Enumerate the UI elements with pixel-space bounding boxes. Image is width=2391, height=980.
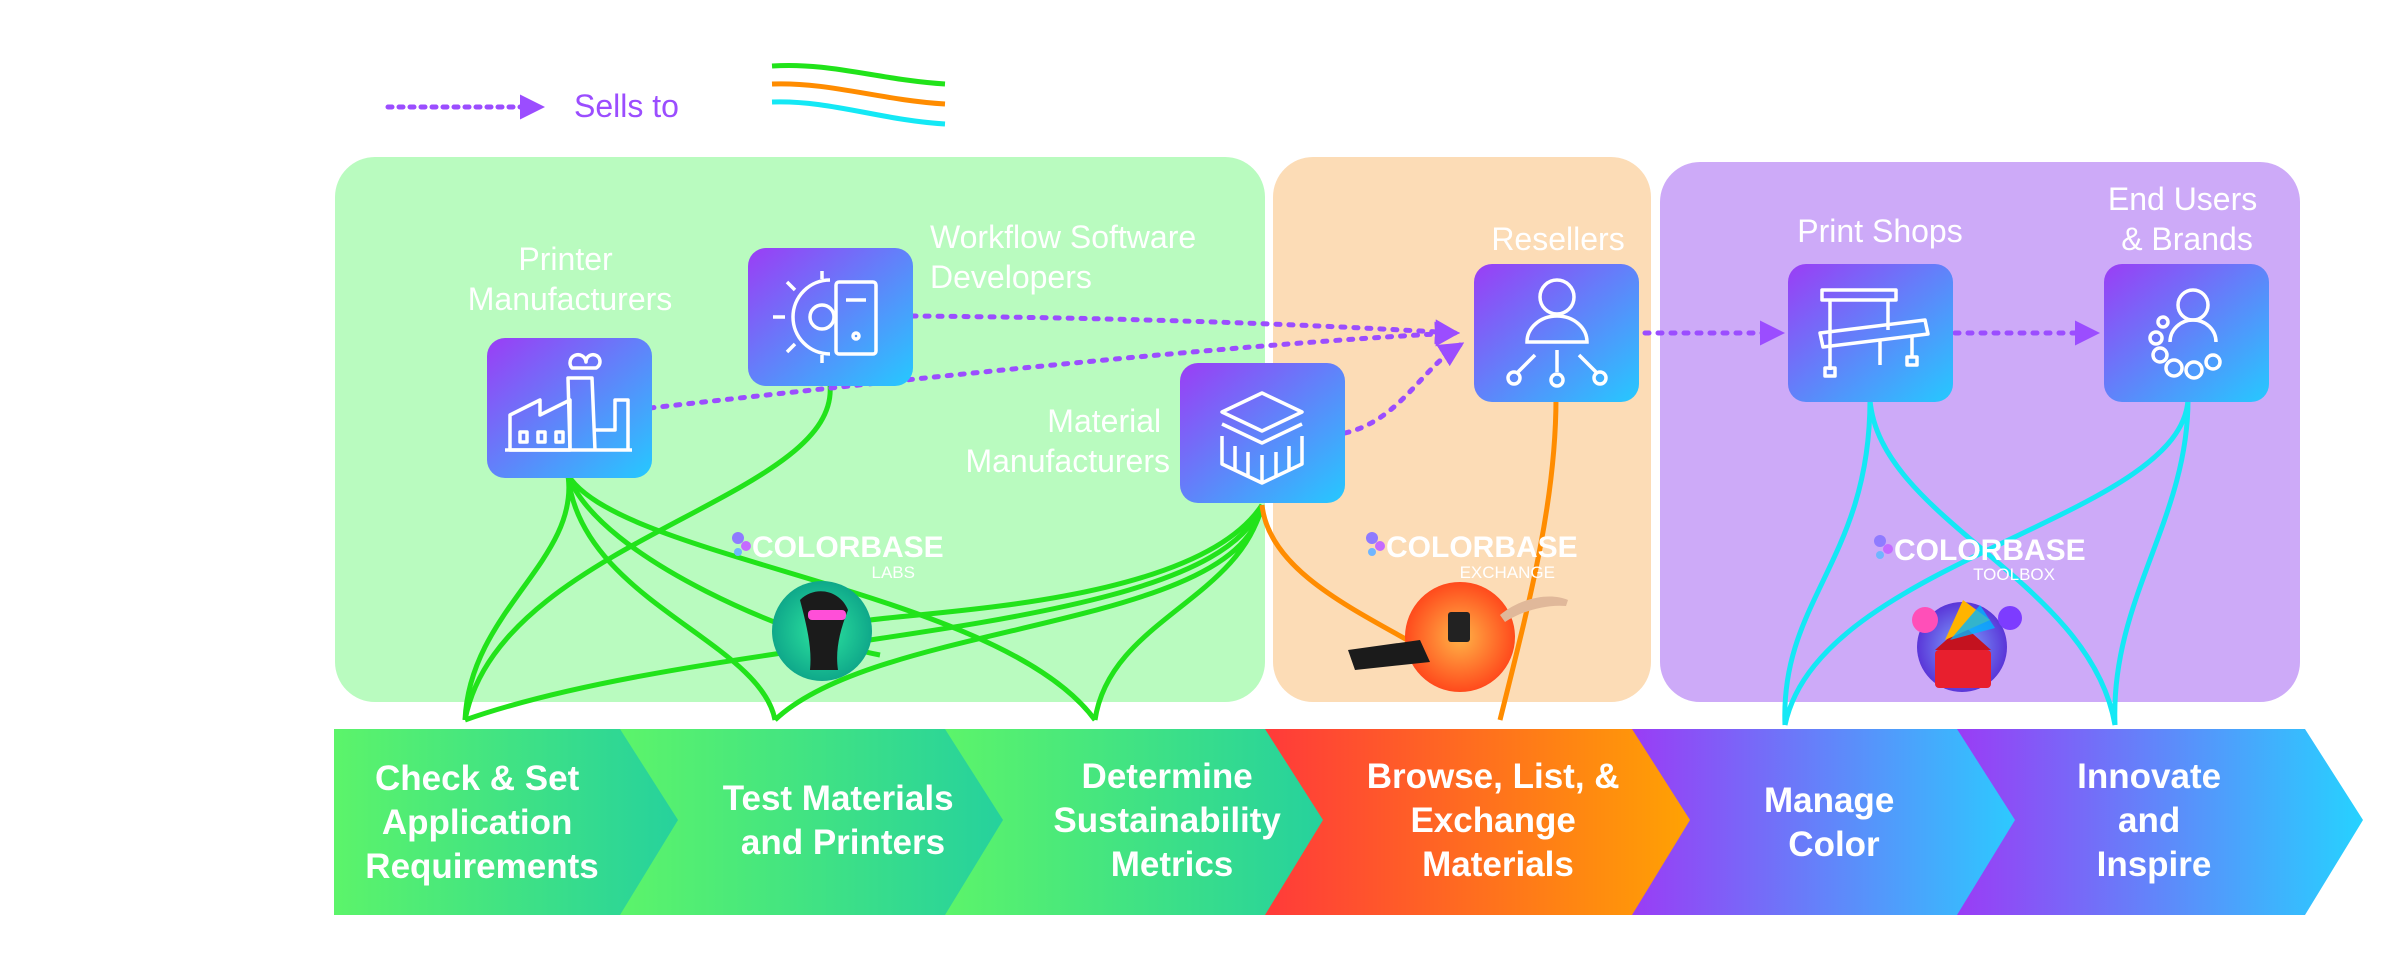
workflow-software-node[interactable] (748, 248, 913, 386)
colorbase-labs-logo: COLORBASE LABS (732, 531, 944, 582)
step-sustainability: Determine Sustainability Metrics (945, 729, 1348, 915)
colorbase-toolbox-logo: COLORBASE TOOLBOX (1874, 534, 2086, 584)
svg-text:EXCHANGE: EXCHANGE (1460, 563, 1555, 582)
legend-green-flow (771, 62, 946, 87)
svg-text:COLORBASE: COLORBASE (752, 531, 944, 564)
step-test-materials: Test Materials and Printers (620, 729, 1028, 915)
svg-text:Check & Set Application: Check & Set Application Requirements (365, 759, 598, 886)
step-browse-exchange: Browse, List, & Exchange Materials (1265, 729, 1713, 915)
printer-manufacturers-node[interactable] (487, 338, 652, 478)
colorbase-exchange-badge: COLORBASE EXCHANGE (1348, 531, 1578, 692)
resellers-label: Resellers (1491, 221, 1624, 257)
printer-manufacturers-label: Printer Manufacturers (468, 241, 673, 317)
sells-to-arrows (647, 313, 2100, 436)
cyan-flow-lines (1782, 399, 2191, 726)
print-shops-label: Print Shops (1797, 213, 1962, 249)
resellers-node[interactable] (1474, 264, 1639, 402)
svg-text:Manage Color: Manage Color (1764, 781, 1904, 864)
workflow-software-label: Workflow Software Developers (930, 219, 1205, 295)
factory-icon (505, 352, 632, 452)
end-users-node[interactable] (2104, 264, 2269, 402)
legend-orange-flow (771, 81, 946, 107)
svg-text:Test Materials and Print: Test Materials and Printers (723, 779, 964, 862)
svg-text:COLORBASE: COLORBASE (1894, 534, 2086, 567)
labs-panel (335, 157, 1265, 702)
svg-text:COLORBASE: COLORBASE (1386, 531, 1578, 564)
colorbase-toolbox-badge: COLORBASE TOOLBOX (1874, 534, 2086, 692)
step-innovate-inspire: Innovate and Inspire (1957, 729, 2363, 915)
svg-text:Determine Sustainability: Determine Sustainability Metrics (1053, 757, 1290, 884)
svg-text:TOOLBOX: TOOLBOX (1973, 565, 2055, 584)
sells-to-label: Sells to (574, 88, 679, 124)
step-check-set: Check & Set Application Requirements (334, 729, 704, 915)
material-manufacturers-label: Material Manufacturers (965, 403, 1170, 479)
gear-computer-icon (773, 271, 878, 363)
step-manage-color: Manage Color (1632, 729, 2038, 915)
colorbase-exchange-logo: COLORBASE EXCHANGE (1366, 531, 1578, 582)
network-person-icon (1506, 278, 1608, 388)
legend: Sells to (385, 62, 946, 127)
material-manufacturers-node[interactable] (1180, 363, 1345, 503)
user-circles-icon (2148, 288, 2222, 380)
legend-cyan-flow (771, 99, 946, 127)
print-shops-node[interactable] (1788, 264, 1953, 402)
svg-text:Browse, List, & Exchange: Browse, List, & Exchange Materials (1367, 757, 1630, 884)
colorbase-labs-badge: COLORBASE LABS (732, 531, 944, 681)
end-users-label: End Users & Brands (2108, 181, 2266, 257)
printer-table-icon (1818, 288, 1930, 378)
svg-text:LABS: LABS (872, 563, 915, 582)
svg-text:Innovate and Inspi: Innovate and Inspire (2077, 757, 2231, 884)
material-layers-icon (1220, 391, 1304, 485)
